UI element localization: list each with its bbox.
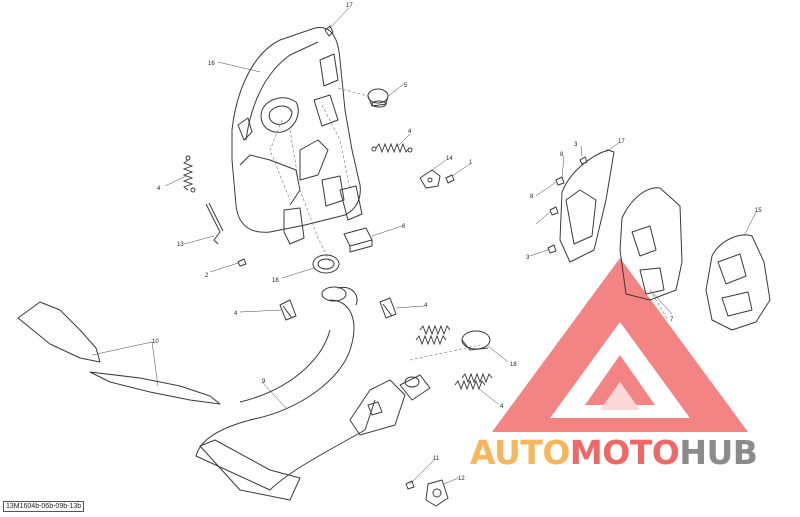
watermark-auto: AUTO — [470, 433, 570, 472]
callout-3-upper[interactable]: 3 — [574, 142, 578, 148]
drawing-reference-code: 13M1604b-06b-09b-13b — [3, 501, 85, 512]
callout-14[interactable]: 14 — [446, 156, 453, 162]
watermark-moto: MOTO — [569, 433, 680, 472]
rubber-plug-part-5[interactable] — [367, 88, 389, 108]
rod-part-13[interactable] — [205, 202, 224, 245]
callout-3-lower[interactable]: 3 — [526, 255, 530, 261]
clamp-part-12[interactable] — [425, 479, 449, 507]
callout-13[interactable]: 13 — [177, 242, 184, 248]
screw-part-8-upper[interactable] — [555, 176, 565, 186]
callout-4-clip-right[interactable]: 4 — [424, 303, 428, 309]
heat-shield-part-15[interactable] — [705, 234, 771, 331]
rubber-damper-part-6[interactable] — [343, 227, 373, 253]
spring-part-4-left[interactable] — [182, 155, 196, 193]
callout-4-lower[interactable]: 4 — [500, 404, 504, 410]
cover-part-17[interactable] — [559, 149, 615, 263]
screw-part-8-lower[interactable] — [549, 206, 559, 216]
automotohub-watermark: AUTOMOTOHUB — [470, 433, 758, 472]
callout-7[interactable]: 7 — [670, 317, 674, 323]
gasket-part-18-upper[interactable] — [312, 254, 340, 274]
spring-part-4-middle-a[interactable] — [415, 324, 451, 346]
callout-17-top[interactable]: 17 — [346, 3, 353, 9]
screw-part-3-upper[interactable] — [579, 156, 588, 165]
spring-part-4-upper[interactable] — [371, 142, 413, 154]
exhaust-pipe-part-9[interactable] — [195, 286, 431, 501]
callout-12[interactable]: 12 — [458, 476, 465, 482]
callout-8-upper[interactable]: 8 — [560, 152, 564, 158]
heat-shield-part-10-lower[interactable] — [89, 371, 221, 405]
callout-4-upper[interactable]: 4 — [408, 129, 412, 135]
callout-11[interactable]: 11 — [433, 456, 440, 462]
assembly-guide-lines — [269, 87, 669, 361]
callout-15[interactable]: 15 — [755, 208, 762, 214]
callout-16[interactable]: 16 — [208, 61, 215, 67]
clip-part-4-right[interactable] — [379, 297, 397, 319]
muffler-part-16[interactable] — [231, 26, 363, 245]
bracket-part-14[interactable] — [419, 169, 441, 189]
callout-18-lower[interactable]: 18 — [510, 362, 517, 368]
callout-8-lower[interactable]: 8 — [530, 194, 534, 200]
callout-leader-lines — [91, 7, 757, 485]
spring-part-4-middle-b[interactable] — [454, 372, 493, 391]
heat-shield-part-10-upper[interactable] — [17, 301, 101, 363]
callout-17-right[interactable]: 17 — [618, 139, 625, 145]
screw-part-17-top[interactable] — [324, 25, 334, 37]
gasket-part-18-lower[interactable] — [461, 330, 491, 351]
callout-18-upper[interactable]: 18 — [272, 278, 279, 284]
callout-4-clip-left[interactable]: 4 — [234, 311, 238, 317]
callout-4-left[interactable]: 4 — [157, 186, 161, 192]
automotohub-logo-icon — [492, 258, 748, 432]
callout-6[interactable]: 6 — [402, 224, 406, 230]
clip-part-4-left[interactable] — [279, 299, 297, 321]
callout-10[interactable]: 10 — [152, 339, 159, 345]
screw-part-1[interactable] — [445, 174, 455, 184]
screw-part-3-lower[interactable] — [547, 244, 557, 254]
callout-2[interactable]: 2 — [205, 273, 209, 279]
panel-part-7[interactable] — [619, 187, 683, 301]
callout-1[interactable]: 1 — [469, 160, 473, 166]
screw-part-11[interactable] — [405, 480, 415, 490]
callout-5[interactable]: 5 — [404, 83, 408, 89]
watermark-hub: HUB — [679, 433, 758, 472]
screw-part-2[interactable] — [237, 258, 247, 267]
callout-9[interactable]: 9 — [262, 379, 266, 385]
